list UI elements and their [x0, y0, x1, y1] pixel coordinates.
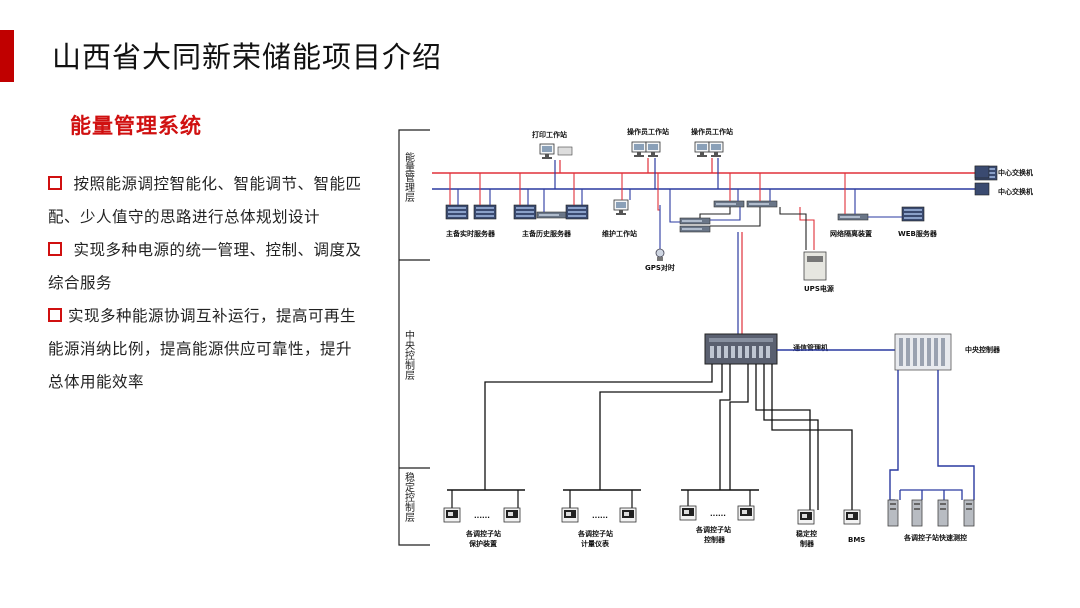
maintenance-workstation: [613, 173, 631, 216]
bullet-text: 实现多种能源协调互补运行，提高可再生能源消纳比例，提高能源供应可靠性，提升总体用…: [48, 307, 357, 391]
sub-protection-label-1: 各调控子站: [465, 529, 501, 538]
sub-meter-label-2: 计量仪表: [581, 539, 610, 548]
main-realtime-server-label: 主备实时服务器: [446, 229, 496, 238]
central-switch-2: [974, 182, 990, 196]
network-isolation-device: [837, 173, 869, 221]
bullet-list: 按照能源调控智能化、智能调节、智能匹配、少人值守的思路进行总体规划设计 实现多种…: [48, 168, 366, 399]
substation-group-meter: [561, 489, 641, 523]
gps-clock-label: GPS对时: [645, 263, 675, 272]
dots-protection: ......: [474, 512, 490, 520]
operator-workstation-1-label: 操作员工作站: [627, 127, 669, 136]
print-workstation: [539, 143, 573, 189]
comm-manager-label: 通信管理机: [793, 343, 828, 352]
substation-group-controller: [679, 489, 759, 521]
layer-label-central-control: 中央控制层: [403, 329, 415, 381]
sub-controller-label-1: 各调控子站: [695, 525, 731, 534]
central-switch-1-label: 中心交换机: [998, 168, 1033, 177]
section-title: 能量管理系统: [70, 114, 202, 138]
maintenance-workstation-label: 维护工作站: [602, 229, 637, 238]
square-bullet-icon: [48, 242, 62, 256]
layer-label-energy-management: 能量管理层: [403, 151, 415, 203]
gps-clock-device: [655, 205, 665, 261]
network-switches: [657, 173, 778, 233]
bms-device: [843, 509, 861, 525]
square-bullet-icon: [48, 308, 62, 322]
fast-measure-racks: [887, 489, 975, 527]
comm-manager-device: [704, 333, 778, 365]
bullet-item-2: 实现多种电源的统一管理、控制、调度及综合服务: [48, 234, 366, 300]
web-server: [868, 206, 925, 222]
fast-measure-label: 各调控子站快速测控: [903, 533, 967, 542]
sub-controller-label-2: 控制器: [704, 535, 726, 544]
main-realtime-server: [445, 173, 497, 220]
dots-controller: ......: [710, 510, 726, 518]
operator-workstation-2-label: 操作员工作站: [691, 127, 733, 136]
main-history-server-label: 主备历史服务器: [522, 229, 572, 238]
layer-bracket: [398, 129, 430, 546]
web-server-label: WEB服务器: [898, 229, 938, 238]
dots-meter: ......: [592, 512, 608, 520]
bullet-item-1: 按照能源调控智能化、智能调节、智能匹配、少人值守的思路进行总体规划设计: [48, 168, 366, 234]
sub-meter-label-1: 各调控子站: [577, 529, 613, 538]
central-controller-label: 中央控制器: [965, 345, 1001, 354]
page-title: 山西省大同新荣储能项目介绍: [52, 40, 443, 74]
print-workstation-label: 打印工作站: [532, 130, 567, 139]
stable-controller-device: [797, 509, 815, 525]
central-switch-1: [974, 165, 998, 181]
operator-workstation-2: [694, 141, 724, 189]
bullet-text: 按照能源调控智能化、智能调节、智能匹配、少人值守的思路进行总体规划设计: [48, 175, 362, 226]
sub-protection-label-2: 保护装置: [468, 539, 497, 548]
central-controller-device: [894, 333, 952, 371]
ups-power-label: UPS电源: [804, 284, 834, 293]
central-controller-downlinks: [889, 370, 975, 500]
substation-group-protection: [443, 489, 525, 523]
title-accent-bar: [0, 30, 14, 82]
comm-manager-downlinks: [484, 364, 853, 510]
bullet-text: 实现多种电源的统一管理、控制、调度及综合服务: [48, 241, 362, 292]
ups-power-device: [779, 207, 827, 281]
central-switch-2-label: 中心交换机: [998, 187, 1033, 196]
main-history-server: [513, 173, 589, 220]
bms-label: BMS: [848, 536, 865, 544]
stable-controller-label-1: 稳定控: [796, 529, 817, 538]
layer-label-stable-control: 稳定控制层: [403, 471, 415, 523]
stable-controller-label-2: 制器: [800, 539, 815, 548]
network-isolation-label: 网络隔离装置: [830, 229, 872, 238]
operator-workstation-1: [631, 141, 661, 189]
square-bullet-icon: [48, 176, 62, 190]
bullet-item-3: 实现多种能源协调互补运行，提高可再生能源消纳比例，提高能源供应可靠性，提升总体用…: [48, 300, 366, 399]
